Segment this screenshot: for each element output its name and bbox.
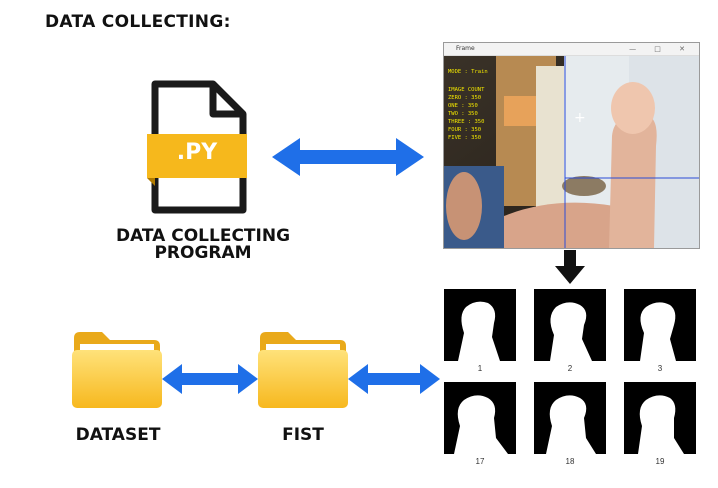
file-extension-label: .PY: [176, 140, 218, 165]
fist-mask-icon: [546, 395, 596, 454]
thumbnail-grid: 1 2 3 17 18 19: [441, 286, 699, 471]
overlay-zero: ZERO : 350: [448, 95, 482, 101]
thumbnail-number: 17: [475, 457, 485, 466]
fist-label: FIST: [282, 425, 324, 445]
thumbnail-image: [534, 382, 606, 454]
double-arrow-fist-thumbnails: [348, 364, 440, 394]
thumbnail-number: 2: [567, 364, 573, 373]
thumbnail-image: [624, 289, 696, 361]
thumbnail-number: 3: [657, 364, 663, 373]
program-label-line1: DATA COLLECTING: [115, 226, 291, 246]
dataset-folder-icon: [72, 332, 162, 408]
overlay-image-count: IMAGE COUNT: [448, 87, 485, 93]
fist-folder-icon: [258, 332, 348, 408]
webcam-frame: +: [444, 56, 699, 248]
python-file-icon: [147, 80, 247, 214]
fist-mask-icon: [458, 301, 500, 361]
thumbnail-image: [444, 289, 516, 361]
overlay-mode: MODE : Train: [448, 69, 488, 75]
fist-mask-icon: [640, 302, 676, 361]
overlay-one: ONE : 350: [448, 103, 478, 109]
camera-window: Frame — □ ✕ + MODE : Train IMAGE COUNT Z…: [443, 42, 700, 249]
overlay-four: FOUR : 350: [448, 127, 482, 133]
dataset-label: DATASET: [75, 425, 161, 445]
camera-window-title: Frame: [456, 45, 475, 52]
overlay-three: THREE : 350: [448, 119, 485, 125]
fist-mask-icon: [638, 395, 684, 454]
program-label: DATA COLLECTING PROGRAM: [96, 228, 310, 262]
thumbnail-image: [624, 382, 696, 454]
double-arrow-program-camera: [272, 138, 424, 176]
thumbnail-image: [534, 289, 606, 361]
thumbnail-number: 19: [655, 457, 665, 466]
program-label-line2: PROGRAM: [154, 243, 252, 263]
overlay-five: FIVE : 350: [448, 135, 482, 141]
thumbnail-number: 18: [565, 457, 575, 466]
double-arrow-dataset-fist: [162, 364, 258, 394]
overlay-two: TWO : 350: [448, 111, 478, 117]
svg-text:+: +: [574, 110, 586, 126]
down-arrow-icon: [555, 250, 585, 284]
thumbnail-image: [444, 382, 516, 454]
fist-mask-icon: [550, 302, 592, 361]
camera-window-titlebar: Frame — □ ✕: [444, 43, 699, 56]
window-controls-icon: — □ ✕: [629, 45, 693, 53]
thumbnail-number: 1: [477, 364, 483, 373]
fist-mask-icon: [454, 395, 508, 454]
page-title: DATA COLLECTING:: [45, 12, 231, 32]
